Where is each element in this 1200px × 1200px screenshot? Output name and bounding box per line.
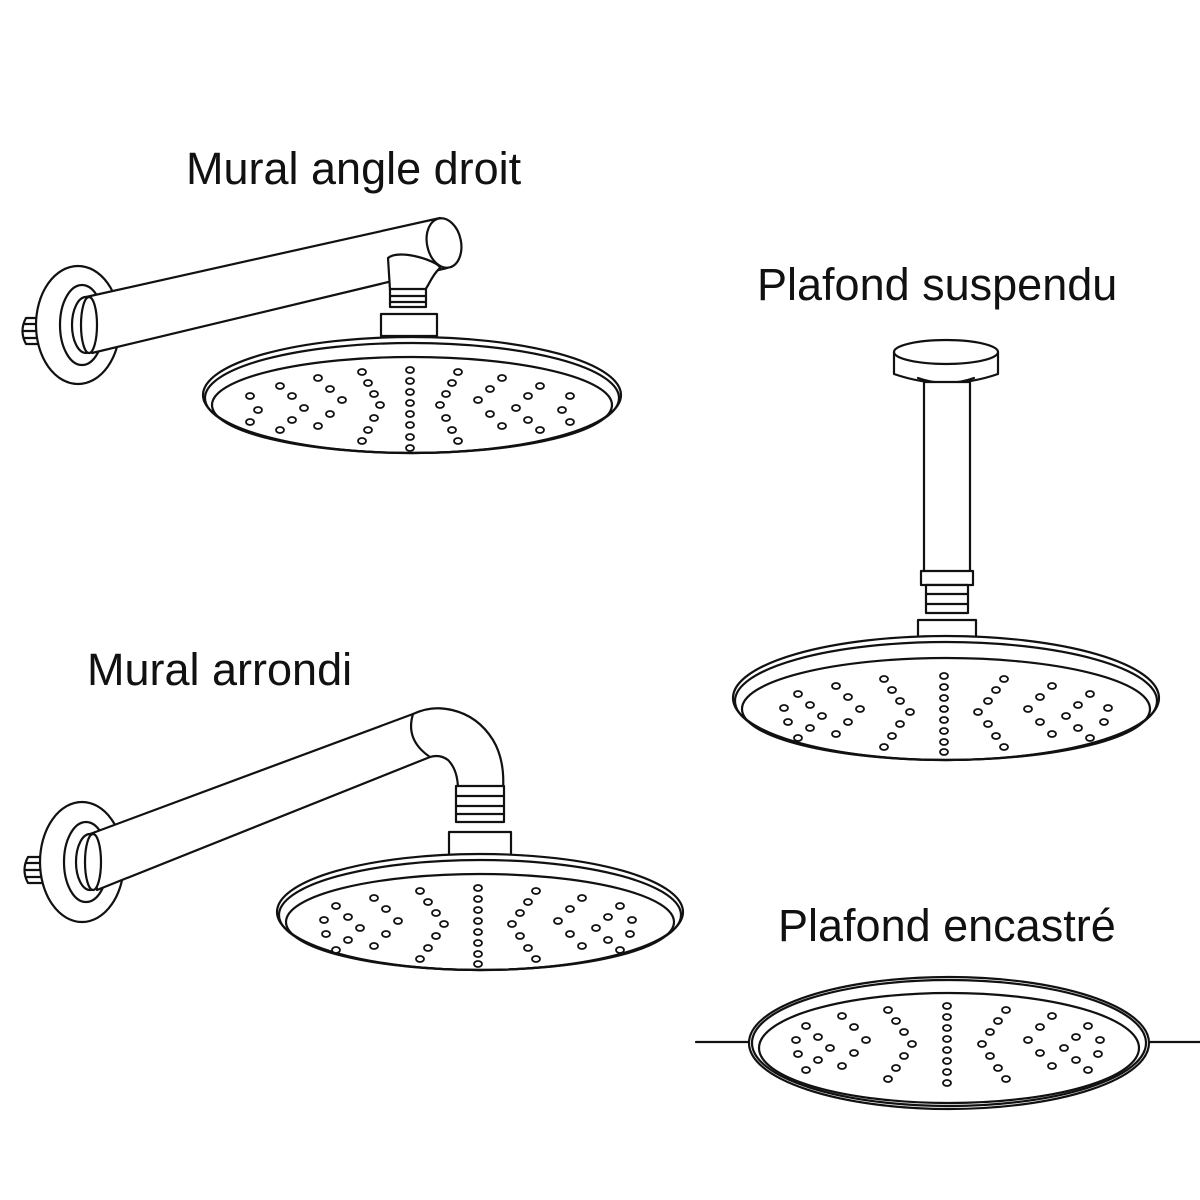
shower-head-wall-straight — [21, 216, 623, 455]
label-wall-rounded-arm: Mural arrondi — [87, 644, 353, 695]
spray-nozzles — [319, 884, 637, 968]
shower-head-ceiling-recessed — [694, 975, 1200, 1111]
shower-arm — [83, 707, 506, 892]
wall-connector — [23, 855, 44, 885]
ceiling-flange — [892, 338, 1000, 385]
shower-head-wall-rounded — [23, 707, 685, 972]
spray-nozzles — [779, 672, 1113, 756]
label-ceiling-hanging: Plafond suspendu — [757, 259, 1118, 310]
spray-nozzles — [791, 1002, 1105, 1087]
head-collar — [379, 312, 439, 338]
head-collar — [447, 830, 513, 858]
label-wall-straight-arm: Mural angle droit — [186, 143, 522, 194]
label-ceiling-recessed: Plafond encastré — [778, 900, 1116, 951]
shower-head-disc — [747, 975, 1151, 1111]
spray-nozzles — [245, 366, 575, 452]
drop-pipe — [919, 380, 975, 615]
shower-arm — [79, 216, 463, 355]
shower-head-ceiling-hanging — [731, 338, 1161, 762]
